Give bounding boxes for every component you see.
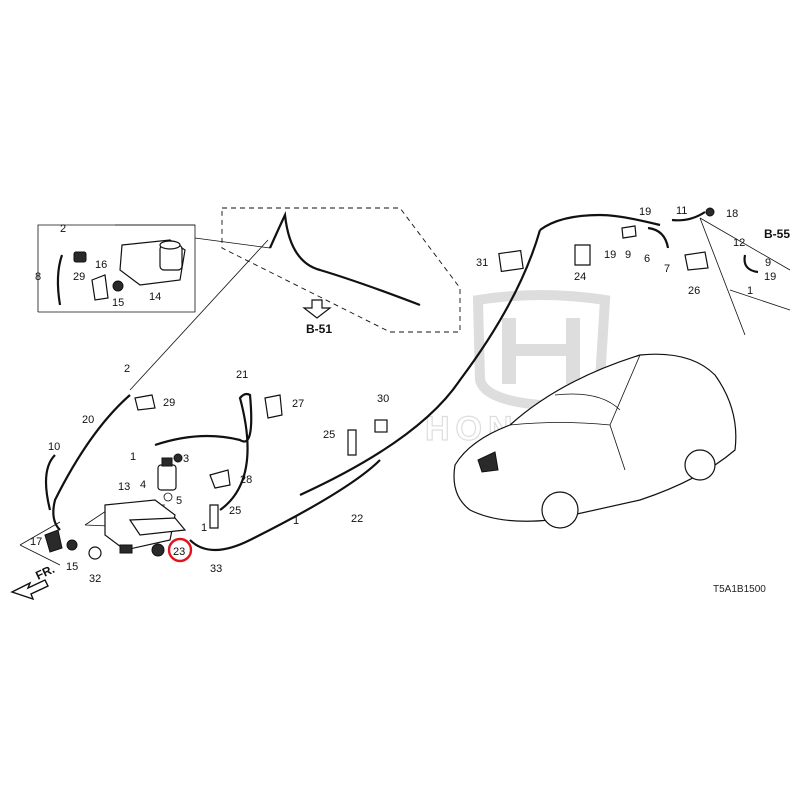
callout: 6 (644, 253, 650, 265)
hose-10 (44, 454, 56, 511)
reservoir-small (119, 239, 186, 286)
callout: 28 (240, 474, 252, 486)
callout: 13 (118, 481, 130, 493)
callout: 16 (95, 259, 107, 271)
callout: 20 (82, 414, 94, 426)
callout: 24 (574, 271, 586, 283)
grommet-15-main (66, 539, 78, 551)
callout: 33 (210, 563, 222, 575)
callout-highlighted: 23 (173, 546, 185, 558)
clip-17 (44, 529, 63, 553)
callout: 25 (323, 429, 335, 441)
callout: 19 (604, 249, 616, 261)
clip-3 (173, 453, 183, 463)
nozzle-25-mid (347, 429, 357, 456)
callout: 15 (66, 561, 78, 573)
callout: 2 (124, 363, 130, 375)
callout: 31 (476, 257, 488, 269)
callout: 21 (236, 369, 248, 381)
bolt-32 (88, 546, 102, 560)
car-illustration (453, 353, 737, 529)
callout: 22 (351, 513, 363, 525)
hose-inset (268, 210, 421, 307)
washer-reservoir (104, 499, 187, 554)
washer-pump-4 (157, 457, 177, 491)
callout: 29 (163, 397, 175, 409)
callout: 19 (639, 206, 651, 218)
label-31 (498, 249, 524, 273)
front-arrow: FR. (10, 562, 57, 601)
callout: 3 (183, 453, 189, 465)
callout-numbers: 2 8 29 16 15 14 2 29 20 10 1 3 4 5 13 17… (30, 205, 776, 585)
callout: 27 (292, 398, 304, 410)
hose-8 (56, 254, 64, 306)
hose-12 (743, 254, 759, 274)
leader-lines (19, 217, 791, 566)
hose-21 (154, 392, 253, 511)
callout: 25 (229, 505, 241, 517)
callout: 32 (89, 573, 101, 585)
seal-5 (163, 492, 173, 502)
clip-29-top (73, 251, 87, 263)
callout: 1 (747, 285, 753, 297)
callout: 10 (48, 441, 60, 453)
callout: 14 (149, 291, 161, 303)
hose-22 (299, 229, 542, 496)
clip-18 (705, 207, 715, 217)
front-arrow-label: FR. (33, 562, 56, 583)
nozzle-11 (671, 211, 706, 222)
reference-b55: B-55 (764, 227, 790, 241)
callout: 2 (60, 223, 66, 235)
callout: 11 (676, 205, 687, 217)
hose-33 (189, 459, 381, 551)
callout: 8 (35, 271, 41, 283)
clip-27 (264, 394, 283, 419)
callout: 12 (733, 237, 745, 249)
clip-29-mid (134, 394, 156, 411)
joint-9-rear (621, 225, 637, 239)
callout: 4 (140, 479, 146, 491)
grommet-26 (684, 251, 709, 271)
grommet-23 (151, 543, 165, 557)
callout: 7 (664, 263, 670, 275)
callout: 29 (73, 271, 85, 283)
nozzle-28 (209, 469, 231, 489)
grommet-15-top (112, 280, 124, 292)
hose-20 (52, 394, 131, 531)
callout: 26 (688, 285, 700, 297)
callout: 30 (377, 393, 389, 405)
hose-detail-dashed-box (221, 207, 461, 333)
callout: 17 (30, 536, 42, 548)
callout: 1 (130, 451, 136, 463)
callout: 9 (625, 249, 631, 261)
hose-22-rear (539, 213, 661, 231)
reference-b51: B-51 (306, 322, 332, 336)
callout: 18 (726, 208, 738, 220)
callout: 1 (293, 515, 299, 527)
highlight-circle (167, 537, 193, 563)
bracket-16 (91, 274, 109, 301)
callout: 1 (201, 522, 207, 534)
diagram-code: T5A1B1500 (713, 584, 766, 595)
clip-24 (574, 244, 591, 266)
callout: 9 (765, 257, 771, 269)
hose-7 (647, 226, 670, 249)
ref-arrow-b51 (302, 299, 332, 319)
nozzle-25-left (209, 504, 219, 529)
reservoir-detail-box (37, 224, 196, 313)
clip-30 (374, 419, 388, 433)
callout: 15 (112, 297, 124, 309)
callout: 19 (764, 271, 776, 283)
callout: 5 (176, 495, 182, 507)
